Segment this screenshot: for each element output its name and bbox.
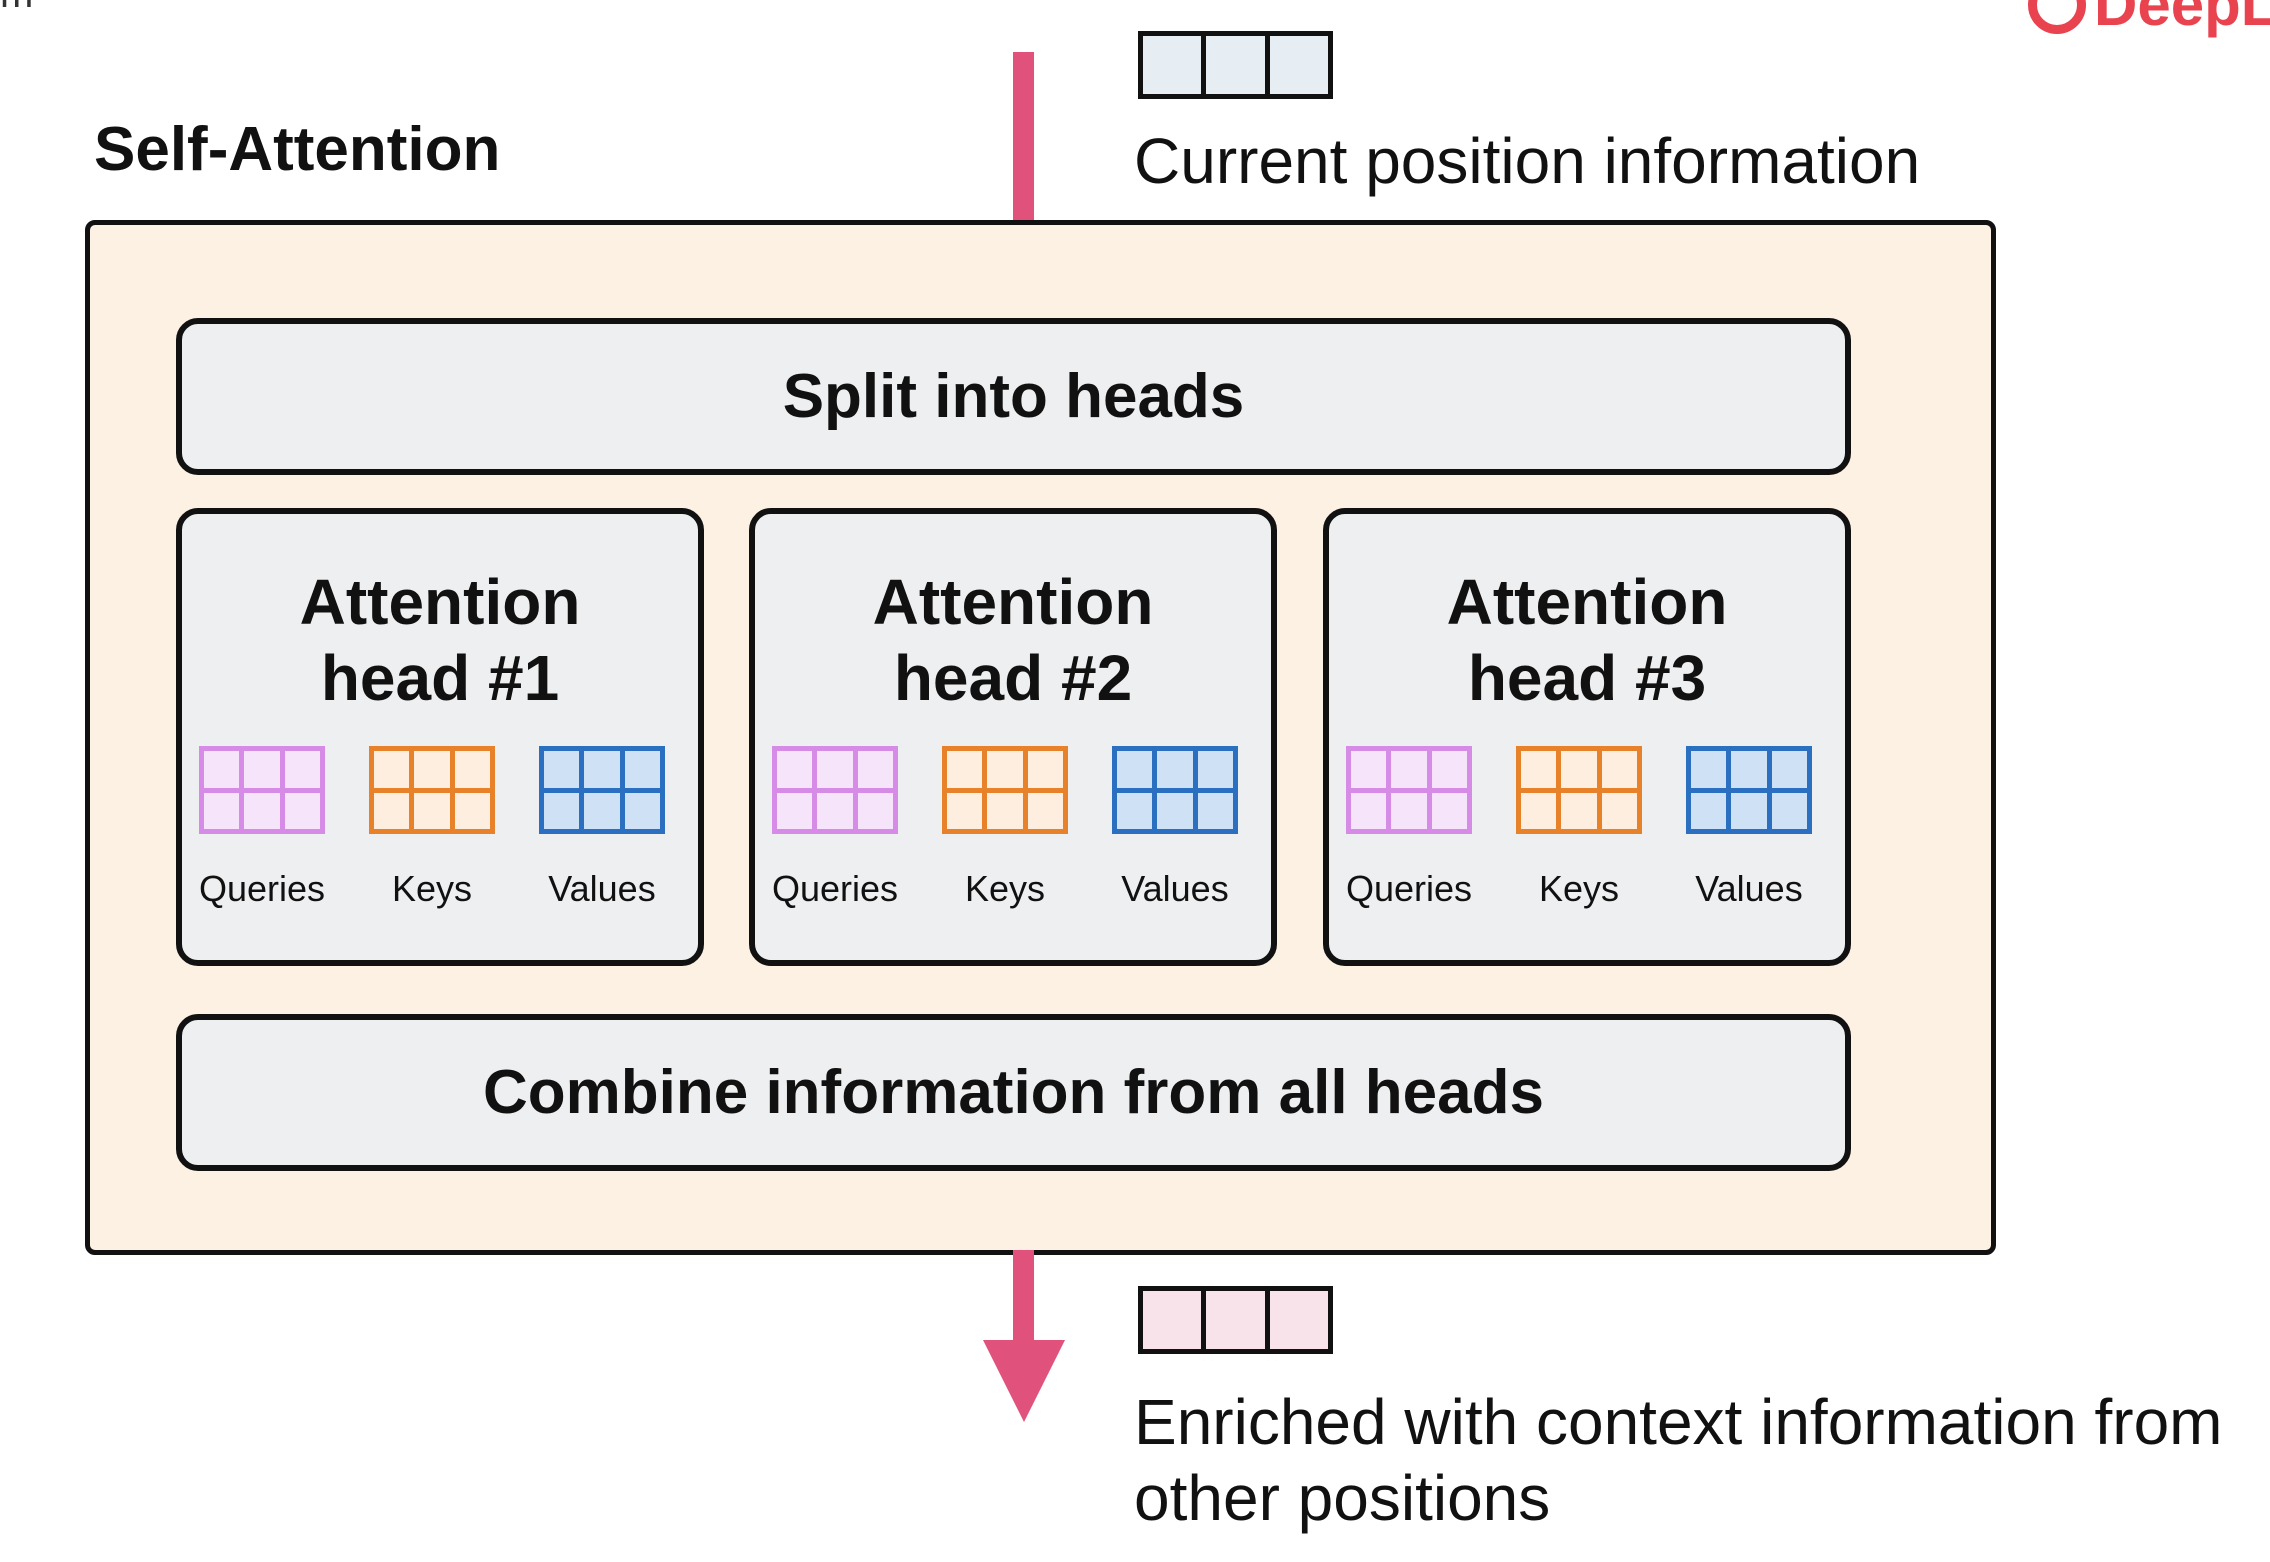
input-vector-cell (1269, 36, 1328, 94)
input-vector-cell (1206, 36, 1270, 94)
values-label: Values (1121, 868, 1229, 909)
keys-group: Keys (352, 746, 512, 910)
combine-heads-box: Combine information from all heads (176, 1014, 1851, 1171)
values-matrix (1112, 746, 1238, 834)
head-title-line1: Attention (299, 566, 581, 638)
queries-label: Queries (771, 868, 899, 909)
output-label: Enriched with context information from o… (1134, 1386, 2223, 1534)
corner-fragment-text: m (0, 0, 33, 17)
split-into-heads-box: Split into heads (176, 318, 1851, 475)
logo-text: DeepL (2094, 0, 2270, 38)
queries-group: Queries (182, 746, 342, 910)
input-vector-cell (1143, 36, 1207, 94)
input-vector (1138, 31, 1333, 99)
keys-group: Keys (925, 746, 1085, 910)
diagram-title: Self-Attention (94, 115, 501, 184)
attention-head-1: Attention head #1 Queries Keys Values (176, 508, 704, 966)
keys-label: Keys (1538, 868, 1620, 909)
head-title-line2: head #2 (893, 642, 1133, 714)
output-vector-cell (1269, 1291, 1328, 1349)
values-matrix (539, 746, 665, 834)
attention-head-3: Attention head #3 Queries Keys Values (1323, 508, 1851, 966)
output-arrow (1013, 1250, 1034, 1350)
keys-matrix (369, 746, 495, 834)
queries-group: Queries (755, 746, 915, 910)
head-title-line2: head #3 (1467, 642, 1707, 714)
logo-mark-icon (2028, 0, 2086, 34)
brand-logo: DeepL (2028, 0, 2270, 39)
output-vector (1138, 1286, 1333, 1354)
head-title-line2: head #1 (320, 642, 560, 714)
values-group: Values (1095, 746, 1255, 910)
queries-matrix (772, 746, 898, 834)
attention-head-title: Attention head #3 (1329, 564, 1845, 716)
queries-matrix (1346, 746, 1472, 834)
head-title-line1: Attention (1446, 566, 1728, 638)
attention-head-2: Attention head #2 Queries Keys Values (749, 508, 1277, 966)
values-matrix (1686, 746, 1812, 834)
output-arrow-head-icon (983, 1340, 1065, 1422)
output-vector-cell (1143, 1291, 1207, 1349)
values-label: Values (548, 868, 656, 909)
attention-head-title: Attention head #2 (755, 564, 1271, 716)
queries-label: Queries (198, 868, 326, 909)
keys-label: Keys (964, 868, 1046, 909)
input-label: Current position information (1134, 125, 1921, 197)
queries-group: Queries (1329, 746, 1489, 910)
input-arrow (1013, 52, 1034, 226)
queries-matrix (199, 746, 325, 834)
values-group: Values (1669, 746, 1829, 910)
keys-matrix (942, 746, 1068, 834)
head-title-line1: Attention (872, 566, 1154, 638)
queries-label: Queries (1345, 868, 1473, 909)
values-label: Values (1695, 868, 1803, 909)
keys-group: Keys (1499, 746, 1659, 910)
keys-label: Keys (391, 868, 473, 909)
output-vector-cell (1206, 1291, 1270, 1349)
values-group: Values (522, 746, 682, 910)
attention-head-title: Attention head #1 (182, 564, 698, 716)
keys-matrix (1516, 746, 1642, 834)
